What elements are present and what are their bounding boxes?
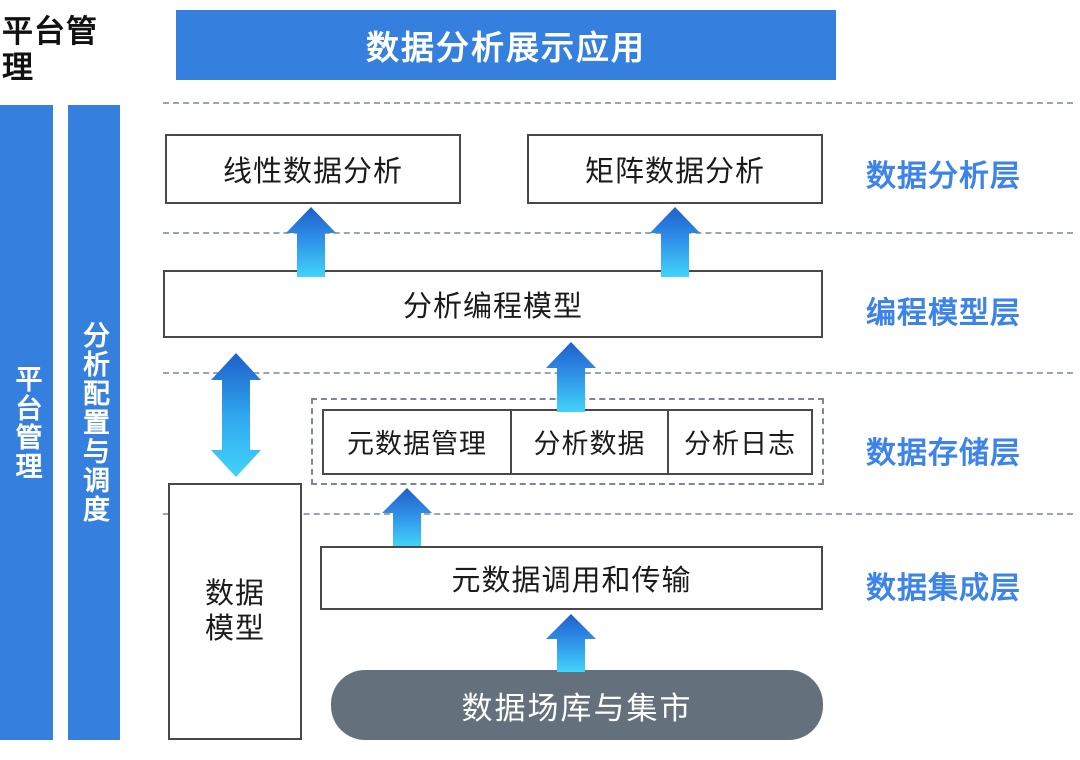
box-data-model-label-line1: 数据 [204,577,265,610]
storage-cell-analysis-log-label: 分析日志 [684,429,796,459]
box-matrix-data-analysis-label: 矩阵数据分析 [584,156,765,188]
arrow-up-to-programming-model-icon [546,342,596,412]
box-data-model[interactable]: 数据 模型 [168,483,302,740]
sidebar-platform-management[interactable]: 平台管理 [0,105,53,740]
box-analysis-programming-model-label: 分析编程模型 [402,291,583,323]
arrow-up-to-storage-icon [382,488,432,546]
layer-separator-1 [163,102,1073,104]
layer-label-programming-model: 编程模型层 [866,297,1021,330]
application-banner-label: 数据分析展示应用 [366,29,646,66]
storage-cell-metadata-management-label: 元数据管理 [347,429,487,459]
application-banner[interactable]: 数据分析展示应用 [176,10,836,80]
layer-separator-2 [163,232,1073,234]
sidebar-platform-management-label: 平台管理 [11,364,42,481]
page-title: 平台管理 [2,4,120,96]
storage-cell-row: 元数据管理 分析数据 分析日志 [322,408,813,475]
arrow-up-to-matrix-analysis-icon [650,207,700,277]
layer-separator-4 [163,513,1073,515]
box-data-warehouse-and-mart-label: 数据场库与集市 [461,690,693,726]
box-data-warehouse-and-mart[interactable]: 数据场库与集市 [331,670,823,740]
sidebar-analysis-config-scheduling[interactable]: 分析配置与调度 [68,105,120,740]
box-linear-data-analysis[interactable]: 线性数据分析 [165,134,461,204]
layer-label-data-storage: 数据存储层 [866,437,1021,470]
box-data-model-label-line2: 模型 [204,612,265,645]
box-metadata-call-and-transfer[interactable]: 元数据调用和传输 [320,546,823,610]
storage-cell-metadata-management[interactable]: 元数据管理 [324,410,512,473]
storage-cell-analysis-data[interactable]: 分析数据 [512,410,669,473]
arrow-up-to-linear-analysis-icon [286,207,336,277]
layer-label-data-analysis: 数据分析层 [866,160,1021,193]
storage-cell-analysis-log[interactable]: 分析日志 [669,411,811,473]
platform-heading-line1: 平台管理 [2,14,98,85]
box-linear-data-analysis-label: 线性数据分析 [222,156,403,188]
box-metadata-call-and-transfer-label: 元数据调用和传输 [451,565,692,597]
sidebar-analysis-config-scheduling-label: 分析配置与调度 [79,321,110,524]
layer-separator-3 [163,372,1073,374]
layer-label-data-integration: 数据集成层 [866,572,1021,605]
storage-cell-analysis-data-label: 分析数据 [533,429,646,459]
arrow-up-to-metadata-transfer-icon [546,614,596,672]
box-analysis-programming-model[interactable]: 分析编程模型 [163,270,823,338]
arrow-bidirectional-data-model-icon [211,353,261,477]
box-matrix-data-analysis[interactable]: 矩阵数据分析 [527,134,823,204]
